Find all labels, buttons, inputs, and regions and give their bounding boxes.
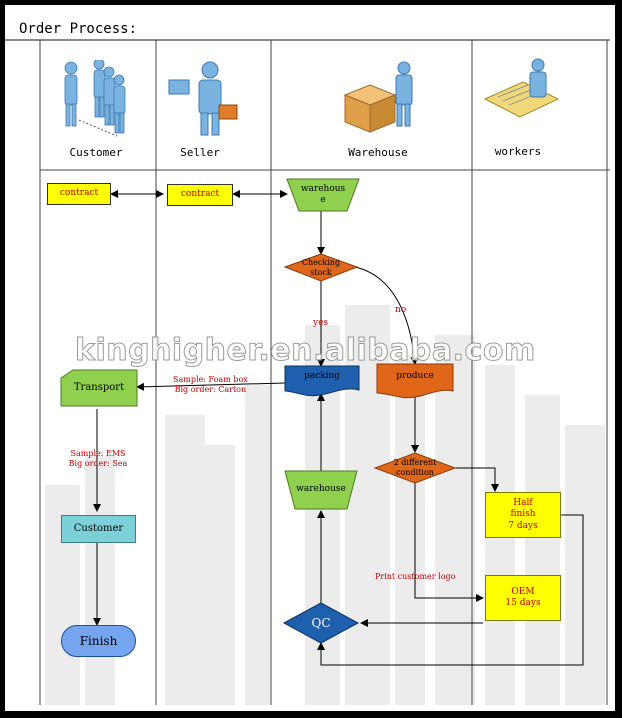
produce-node [376,363,454,399]
customer-people-icon [64,60,126,137]
customer-node: Customer [61,515,136,543]
seller-person-icon [168,61,238,136]
contract-seller-node: contract [167,184,233,206]
print-logo-note: Print customer logo [375,572,456,581]
yes-label: yes [313,318,329,328]
packing-node [284,365,360,397]
lane-label-workers: workers [494,145,542,158]
transport-node [60,369,138,407]
produce-label: produce [396,371,434,382]
workers-desk-icon [483,58,560,118]
sample-box-note: Sample: Foam box Big order: Carton [173,375,248,394]
page-title: Order Process: [19,21,138,37]
transport-label: Transport [73,381,125,393]
sample-ems-note: Sample: EMS Big order: Sea [68,449,128,468]
contract-customer-node: contract [47,183,111,205]
packing-label: packing [303,371,341,382]
finish-node: Finish [61,625,136,657]
half-finish-node: Half finish 7 days [485,492,561,538]
flow-connectors [60,178,584,666]
no-label: no [395,305,407,315]
lane-label-customer: Customer [69,146,123,159]
checking-stock-diamond [283,253,359,282]
warehouse-mid-label: warehouse [296,484,346,495]
two-different-diamond [373,452,457,484]
checking-stock-label: Checking stock [301,258,341,277]
warehouse-worker-icon [343,61,413,133]
watermark-text: kinghigher.en.alibaba.com [75,333,536,369]
lane-label-seller: Seller [180,146,220,159]
qc-diamond [282,602,360,644]
warehouse-mid-node [284,470,358,510]
two-different-label: 2 different condition [393,458,437,477]
warehouse-top-label: warehous e [300,183,346,205]
flowchart-frame: Order Process: [5,5,615,711]
qc-label: QC [311,615,331,630]
swimlane-grid [5,39,610,705]
warehouse-top-node [286,178,360,212]
oem-node: OEM 15 days [485,575,561,621]
lane-label-warehouse: Warehouse [348,146,408,159]
